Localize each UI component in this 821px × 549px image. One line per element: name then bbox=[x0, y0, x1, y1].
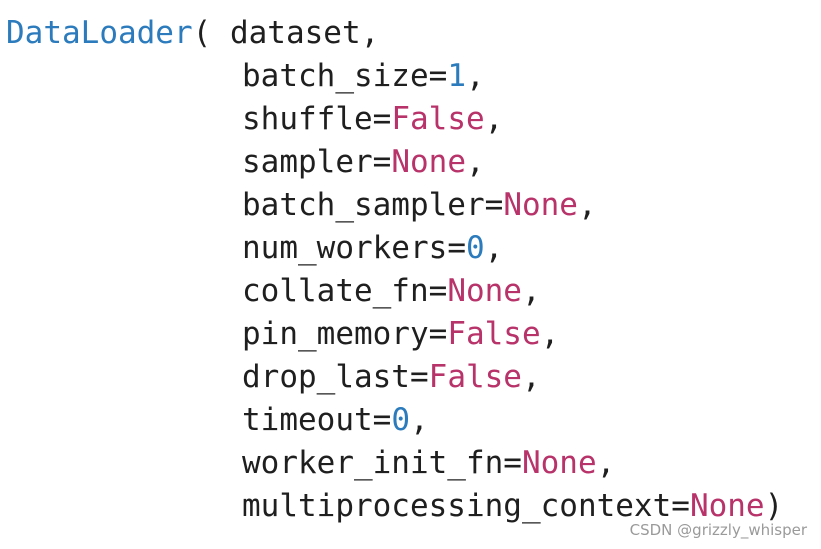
param-separator: , bbox=[360, 15, 380, 51]
param-value: False bbox=[428, 359, 522, 395]
param-name: num_workers bbox=[242, 230, 448, 266]
code-line-param: pin_memory=False, bbox=[6, 313, 783, 356]
indent bbox=[6, 98, 242, 141]
code-line-param: collate_fn=None, bbox=[6, 270, 783, 313]
equals-sign: = bbox=[428, 273, 448, 309]
indent bbox=[6, 399, 242, 442]
param-separator: , bbox=[577, 187, 597, 223]
open-paren: ( bbox=[192, 15, 230, 51]
equals-sign: = bbox=[428, 316, 448, 352]
param-value: 0 bbox=[391, 402, 410, 438]
equals-sign: = bbox=[447, 230, 466, 266]
param-name: drop_last bbox=[242, 359, 410, 395]
function-name: DataLoader bbox=[6, 15, 193, 51]
param-value: None bbox=[391, 144, 466, 180]
param-separator: , bbox=[465, 144, 485, 180]
param-name: multiprocessing_context bbox=[242, 488, 672, 524]
equals-sign: = bbox=[503, 445, 522, 481]
param-name: shuffle bbox=[242, 101, 373, 137]
code-line-param: batch_sampler=None, bbox=[6, 184, 783, 227]
param-separator: , bbox=[484, 230, 504, 266]
indent bbox=[6, 485, 242, 528]
indent bbox=[6, 55, 242, 98]
param-name: worker_init_fn bbox=[242, 445, 504, 481]
code-line-signature: DataLoader( dataset, bbox=[6, 12, 783, 55]
equals-sign: = bbox=[671, 488, 690, 524]
param-separator: , bbox=[521, 359, 541, 395]
code-line-param: sampler=None, bbox=[6, 141, 783, 184]
param-value: None bbox=[689, 488, 765, 524]
indent bbox=[6, 270, 242, 313]
indent bbox=[6, 356, 242, 399]
param-separator: , bbox=[465, 58, 485, 94]
indent bbox=[6, 313, 242, 356]
code-line-param: multiprocessing_context=None) bbox=[6, 485, 783, 528]
param-separator: ) bbox=[764, 488, 784, 524]
watermark: CSDN @grizzly_whisper bbox=[629, 521, 807, 539]
param-list: batch_size=1,shuffle=False,sampler=None,… bbox=[6, 55, 783, 528]
param-dataset: dataset bbox=[229, 15, 361, 51]
param-name: batch_size bbox=[242, 58, 429, 94]
param-separator: , bbox=[596, 445, 616, 481]
equals-sign: = bbox=[484, 187, 504, 223]
param-name: batch_sampler bbox=[242, 187, 485, 223]
param-value: 1 bbox=[447, 58, 466, 94]
equals-sign: = bbox=[428, 58, 448, 94]
indent bbox=[6, 442, 242, 485]
param-separator: , bbox=[484, 101, 504, 137]
param-name: sampler bbox=[242, 144, 373, 180]
indent bbox=[6, 227, 242, 270]
code-block: DataLoader( dataset, batch_size=1,shuffl… bbox=[6, 12, 783, 528]
equals-sign: = bbox=[372, 144, 392, 180]
code-line-param: worker_init_fn=None, bbox=[6, 442, 783, 485]
param-name: pin_memory bbox=[242, 316, 429, 352]
indent bbox=[6, 141, 242, 184]
param-value: None bbox=[521, 445, 597, 481]
indent bbox=[6, 184, 242, 227]
code-line-param: timeout=0, bbox=[6, 399, 783, 442]
equals-sign: = bbox=[372, 402, 392, 438]
param-value: None bbox=[503, 187, 578, 223]
code-line-param: shuffle=False, bbox=[6, 98, 783, 141]
param-separator: , bbox=[521, 273, 541, 309]
param-value: False bbox=[391, 101, 485, 137]
equals-sign: = bbox=[409, 359, 429, 395]
equals-sign: = bbox=[372, 101, 392, 137]
param-value: None bbox=[447, 273, 522, 309]
code-line-param: num_workers=0, bbox=[6, 227, 783, 270]
param-name: timeout bbox=[242, 402, 373, 438]
code-line-param: drop_last=False, bbox=[6, 356, 783, 399]
param-value: 0 bbox=[465, 230, 485, 266]
param-separator: , bbox=[410, 402, 429, 438]
code-line-param: batch_size=1, bbox=[6, 55, 783, 98]
param-name: collate_fn bbox=[242, 273, 429, 309]
param-separator: , bbox=[540, 316, 560, 352]
param-value: False bbox=[447, 316, 541, 352]
